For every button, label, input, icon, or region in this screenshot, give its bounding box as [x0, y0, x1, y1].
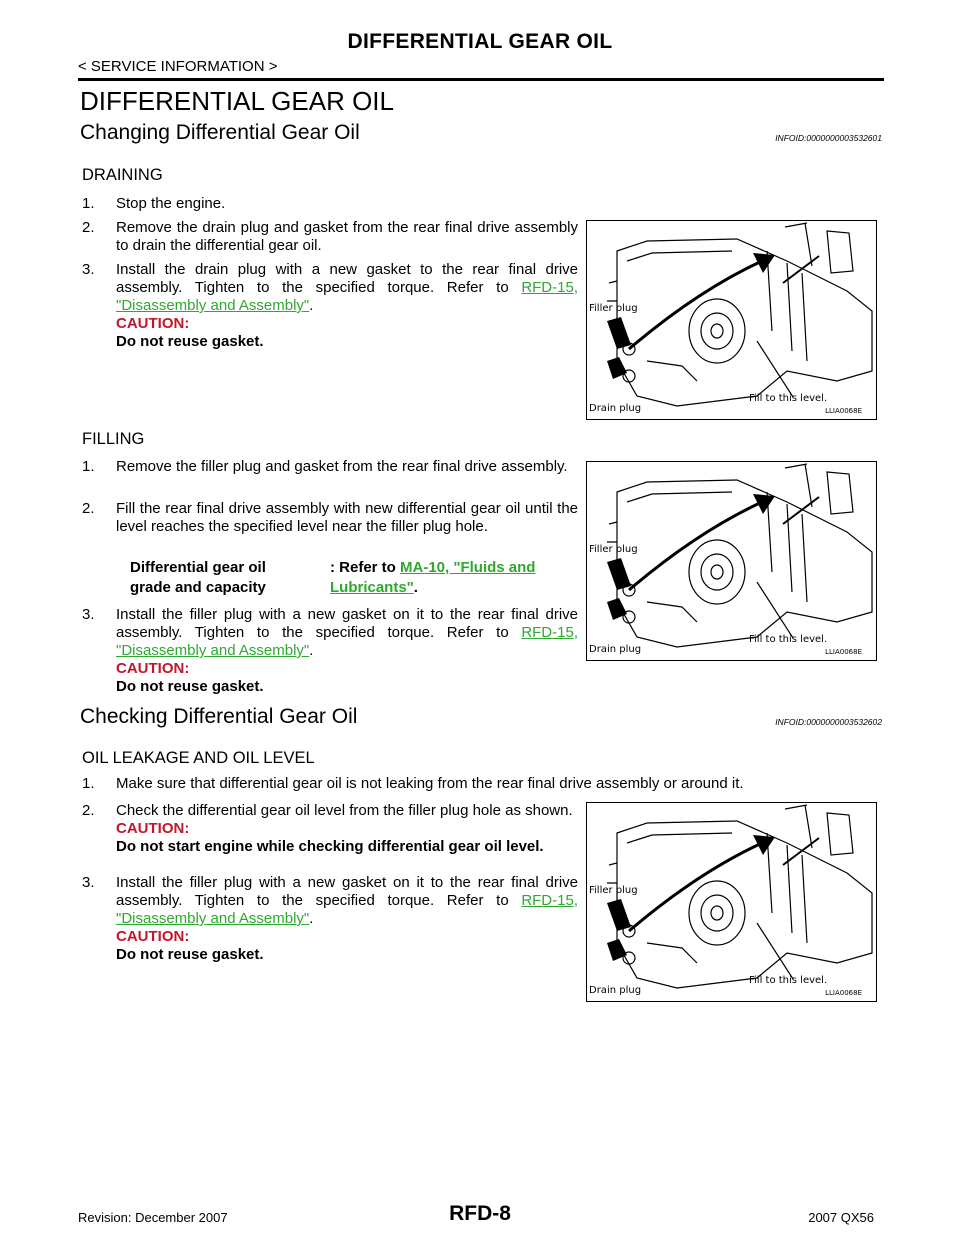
caution-label: CAUTION: — [116, 315, 190, 332]
figure-rear-final-drive: Filler plug Drain plug Fill to this leve… — [586, 461, 877, 661]
filling-step-3: 3. Install the filler plug with a new ga… — [82, 606, 578, 695]
link-rfd-15[interactable]: RFD-15, "Disassembly and Assembly" — [116, 624, 578, 659]
drain-plug-label: Drain plug — [589, 403, 642, 414]
leakage-step-2: 2. Check the differential gear oil level… — [82, 802, 573, 855]
figure-rear-final-drive: Filler plug Drain plug Fill to this leve… — [586, 802, 877, 1002]
filler-plug-label: Filler plug — [589, 303, 638, 314]
draining-step-2: 2. Remove the drain plug and gasket from… — [82, 219, 578, 254]
subheading-filling: FILLING — [82, 430, 145, 448]
fill-level-label: Fill to this level. — [749, 393, 828, 404]
filling-step-2: 2. Fill the rear final drive assembly wi… — [82, 500, 578, 535]
leakage-step-3: 3. Install the filler plug with a new ga… — [82, 874, 578, 963]
drain-plug-label: Drain plug — [589, 644, 642, 655]
figure-code: LLIA0068E — [825, 407, 862, 415]
footer-page-number: RFD-8 — [449, 1202, 511, 1225]
spec-label: Differential gear oil grade and capacity — [130, 559, 266, 596]
rear-final-drive-illustration — [607, 804, 873, 989]
caution-label: CAUTION: — [116, 660, 190, 677]
header-subtitle: < SERVICE INFORMATION > — [78, 58, 278, 75]
footer-revision: Revision: December 2007 — [78, 1210, 228, 1225]
rear-final-drive-illustration — [607, 222, 873, 407]
caution-text: Do not reuse gasket. — [116, 678, 264, 695]
draining-step-3: 3. Install the drain plug with a new gas… — [82, 261, 578, 350]
header-rule — [78, 78, 884, 81]
filling-step-1: 1. Remove the filler plug and gasket fro… — [82, 458, 568, 475]
fill-level-label: Fill to this level. — [749, 975, 828, 986]
leakage-step-1: 1. Make sure that differential gear oil … — [82, 775, 744, 792]
link-ma-10[interactable]: MA-10, "Fluids and Lubricants" — [330, 559, 536, 596]
caution-text: Do not reuse gasket. — [116, 946, 264, 963]
figure-code: LLIA0068E — [825, 989, 862, 997]
page-heading: DIFFERENTIAL GEAR OIL — [80, 86, 394, 116]
link-rfd-15[interactable]: RFD-15, "Disassembly and Assembly" — [116, 892, 578, 927]
subheading-oil-leakage: OIL LEAKAGE AND OIL LEVEL — [82, 749, 315, 767]
caution-label: CAUTION: — [116, 820, 190, 837]
filler-plug-label: Filler plug — [589, 885, 638, 896]
infoid-checking: INFOID:0000000003532602 — [775, 717, 882, 727]
caution-text: Do not reuse gasket. — [116, 333, 264, 350]
figure-rear-final-drive: Filler plug Drain plug Fill to this leve… — [586, 220, 877, 420]
spec-value: : Refer to MA-10, "Fluids and Lubricants… — [330, 559, 536, 596]
drain-plug-label: Drain plug — [589, 985, 642, 996]
subheading-draining: DRAINING — [82, 166, 163, 184]
draining-step-1: 1. Stop the engine. — [82, 195, 226, 212]
infoid-changing: INFOID:0000000003532601 — [775, 133, 882, 143]
rear-final-drive-illustration — [607, 463, 873, 648]
header-title: DIFFERENTIAL GEAR OIL — [347, 30, 613, 53]
section-title-checking: Checking Differential Gear Oil — [80, 705, 358, 728]
caution-label: CAUTION: — [116, 928, 190, 945]
filler-plug-label: Filler plug — [589, 544, 638, 555]
footer-model: 2007 QX56 — [808, 1210, 874, 1225]
section-title-changing: Changing Differential Gear Oil — [80, 121, 360, 144]
link-rfd-15[interactable]: RFD-15, "Disassembly and Assembly" — [116, 279, 578, 314]
fill-level-label: Fill to this level. — [749, 634, 828, 645]
figure-code: LLIA0068E — [825, 648, 862, 656]
caution-text: Do not start engine while checking diffe… — [116, 838, 544, 855]
